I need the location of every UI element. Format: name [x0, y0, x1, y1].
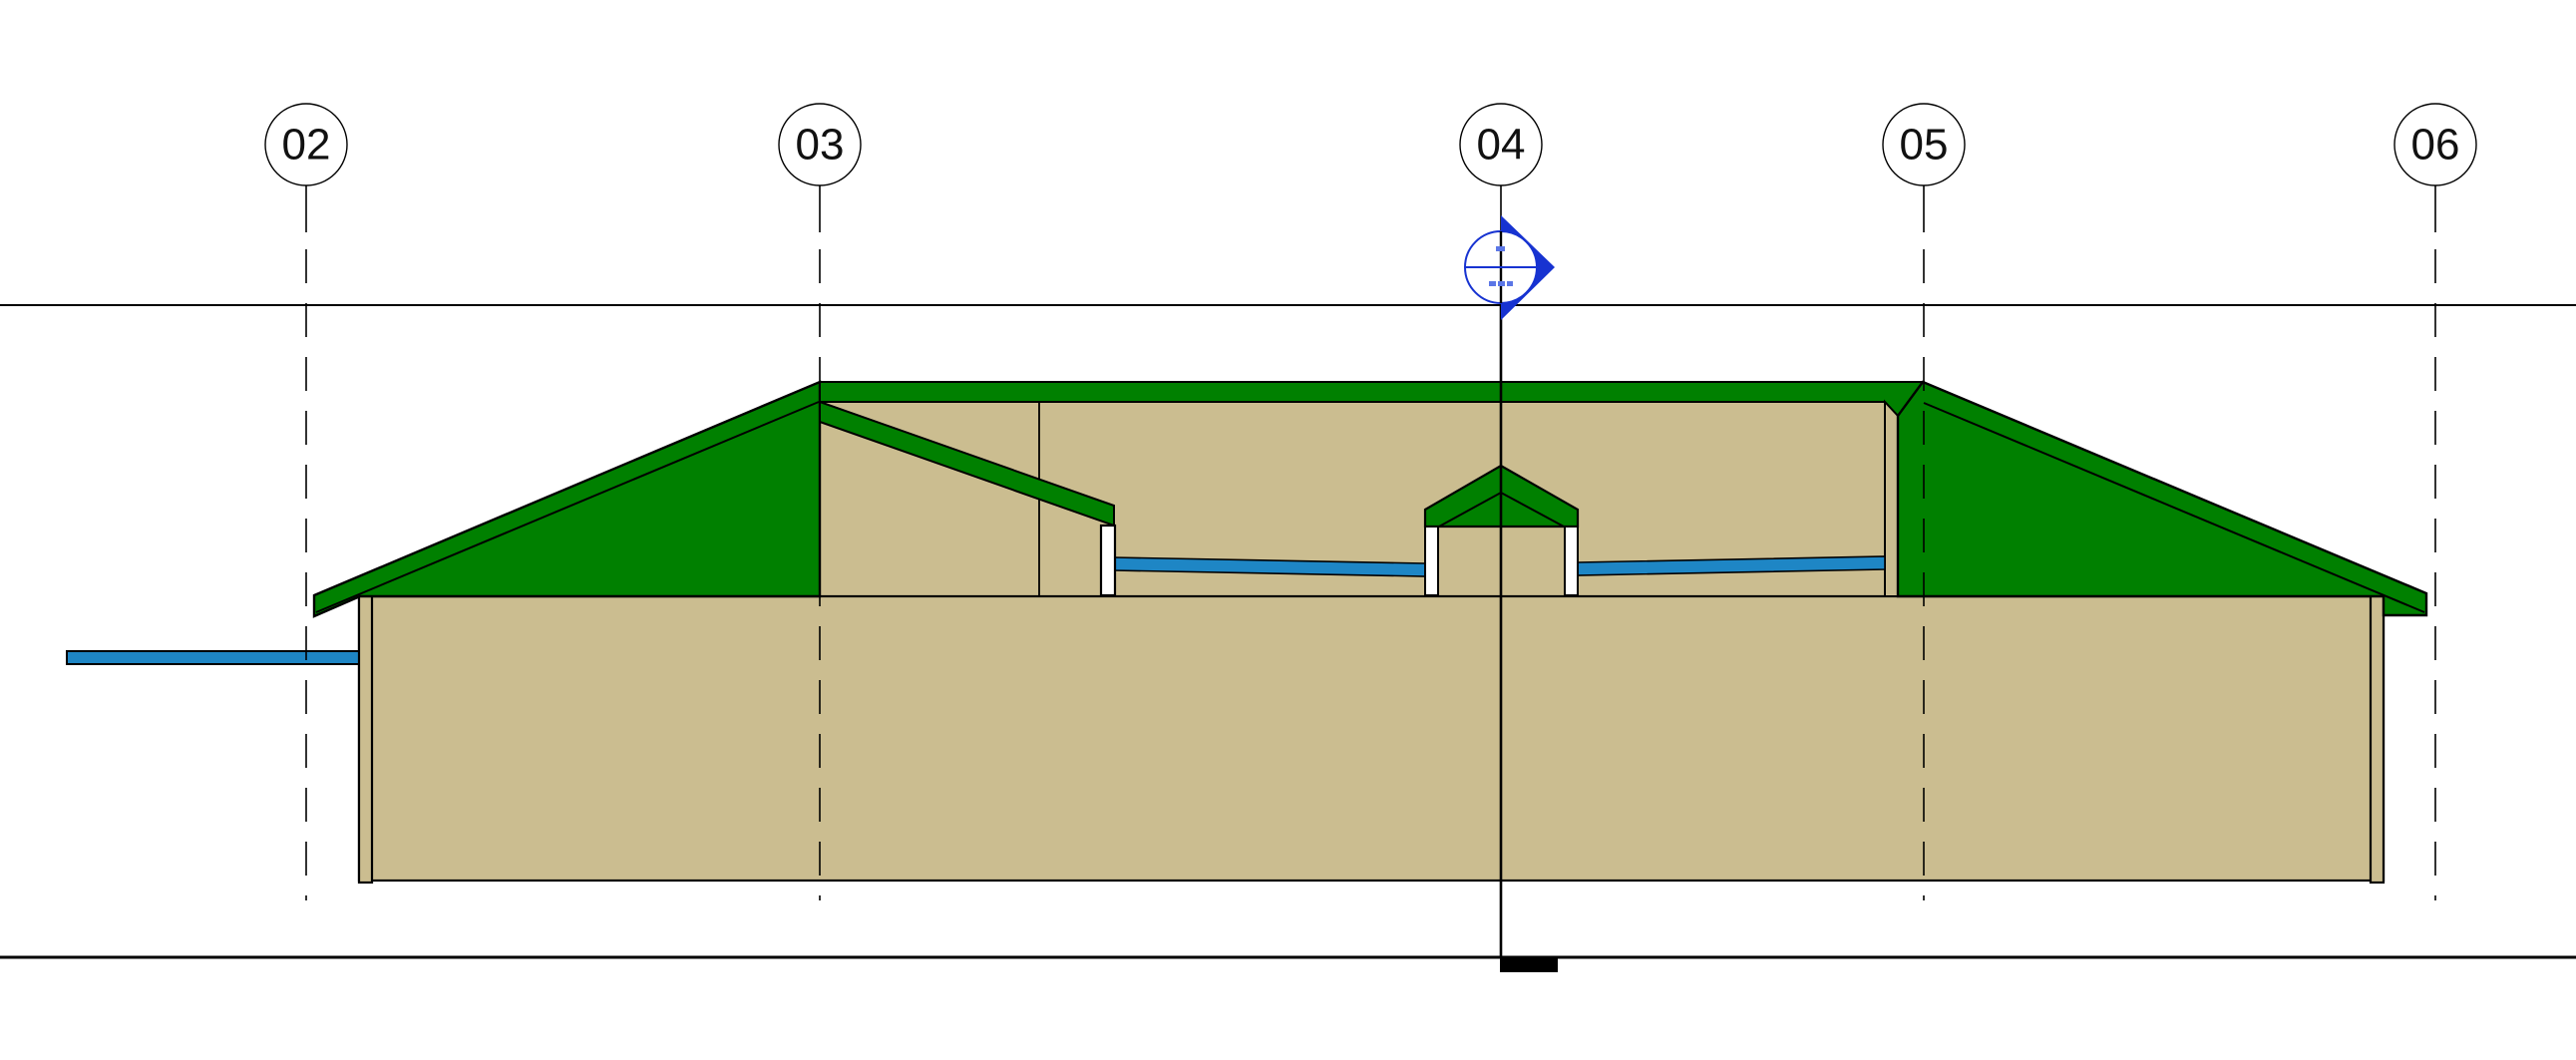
building-layer — [66, 380, 2428, 884]
grid-bubble-05[interactable] — [1882, 103, 1966, 186]
sheet-number-placeholder-0 — [1489, 281, 1496, 286]
grid-bubble-04[interactable] — [1459, 103, 1543, 186]
right-roof-fascia-line — [1923, 402, 2425, 613]
grid-bubbles-layer: 02 03 04 05 06 — [264, 103, 2477, 186]
grid-label-02: 02 — [282, 121, 331, 170]
main-wall-cut[interactable] — [357, 594, 2386, 883]
grid-label-04: 04 — [1477, 121, 1526, 170]
detail-number-placeholder — [1496, 246, 1505, 251]
grid-bubble-02[interactable] — [264, 103, 348, 186]
left-roof-fascia-line — [315, 401, 820, 613]
right-inner-wall-strip[interactable] — [1884, 399, 1899, 597]
grid-bubble-03[interactable] — [778, 103, 862, 186]
left-roof-gable[interactable] — [312, 380, 822, 618]
clerestory-post-right[interactable] — [1564, 526, 1579, 596]
sheet-number-placeholder-1 — [1498, 281, 1505, 286]
left-wall-finish-strip[interactable] — [357, 593, 374, 884]
grid-label-05: 05 — [1900, 121, 1949, 170]
clerestory-post-left[interactable] — [1424, 526, 1439, 596]
section-marker-layer — [1464, 215, 1555, 320]
grid-lines-layer — [305, 185, 2436, 957]
level-lines-layer — [0, 304, 2576, 972]
grid-label-06: 06 — [2411, 121, 2460, 170]
left-eave-post[interactable] — [1099, 524, 1117, 597]
grid-bubble-06[interactable] — [2393, 103, 2477, 186]
exterior-terrace-slab[interactable] — [66, 650, 361, 665]
right-wall-finish-strip[interactable] — [2369, 593, 2386, 884]
section-cut-thick-bar[interactable] — [1500, 957, 1558, 972]
sheet-number-placeholder-2 — [1507, 281, 1513, 286]
grid-label-03: 03 — [796, 121, 845, 170]
